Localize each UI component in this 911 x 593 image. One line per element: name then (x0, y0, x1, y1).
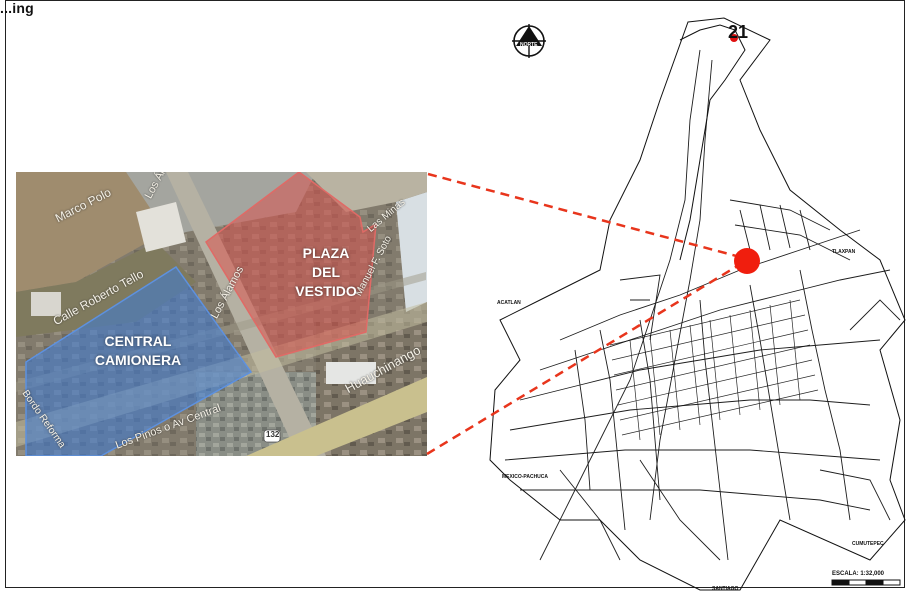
place-label-tlaxpan: TLAXPAN (832, 249, 856, 255)
zone-plaza-del-vestido: PLAZA DEL VESTIDO (295, 245, 357, 299)
place-label-santiago: SANTIAGO (712, 586, 739, 592)
place-label-cumutepec: CUMUTEPEC (852, 541, 884, 547)
place-label-mexico: MEXICO-PACHUCA (502, 474, 549, 480)
aerial-photo-inset: Marco Polo Los Álamos Las Minas Manuel F… (16, 172, 427, 456)
north-label: NORTE (520, 42, 538, 48)
scale-label: ESCALA: 1:32,000 (832, 571, 885, 577)
sheet-number: 21 (728, 22, 749, 42)
place-label-acatlan: ACATLAN (497, 300, 521, 306)
highway-shield: 132 (266, 430, 280, 439)
page-heading: ...ing (0, 0, 34, 16)
zone-central-camionera: CENTRAL CAMIONERA (94, 333, 182, 368)
north-arrow-icon (512, 24, 546, 58)
